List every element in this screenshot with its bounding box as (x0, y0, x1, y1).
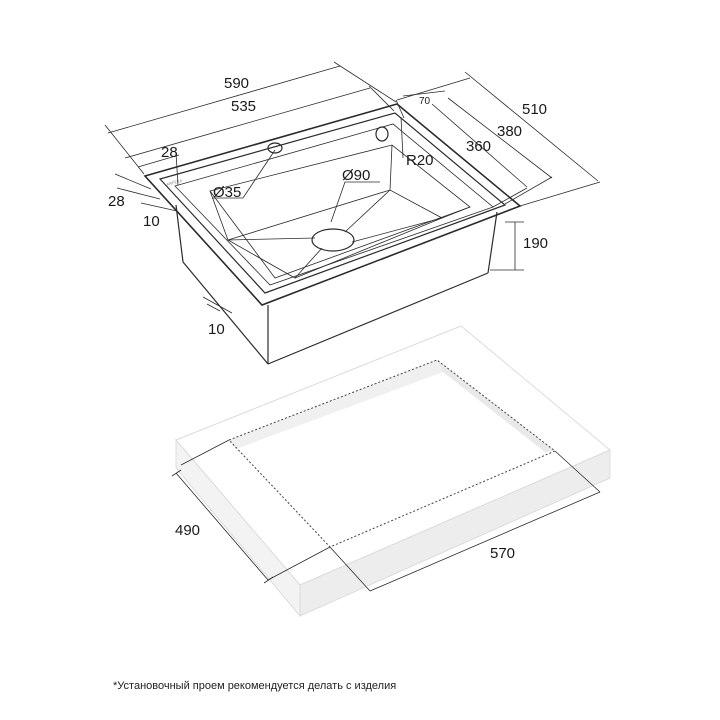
svg-text:ARFEKA: ARFEKA (166, 178, 183, 187)
dim-510: 510 (522, 101, 547, 118)
sink-dimensions (104, 61, 601, 314)
dim-28-side: 28 (108, 193, 125, 210)
tap-hole-right (375, 126, 389, 142)
dim-r20: R20 (406, 152, 434, 169)
dim-380: 380 (497, 123, 522, 140)
dim-d90: Ø90 (342, 167, 370, 184)
dim-28-top: 28 (161, 144, 178, 161)
sink-rim-inner (158, 112, 507, 294)
dim-d35: Ø35 (213, 184, 241, 201)
countertop-dimensions (171, 439, 601, 592)
sink-body: ARFEKA (143, 103, 522, 365)
dim-490: 490 (175, 522, 200, 539)
dim-70: 70 (419, 96, 431, 107)
countertop (175, 325, 611, 618)
dim-10-bottom: 10 (208, 321, 225, 338)
sink-rim-outer (143, 103, 522, 306)
dim-190: 190 (523, 235, 548, 252)
cutout-outline (228, 359, 556, 548)
drain-hole (311, 228, 355, 252)
dim-10-top: 10 (143, 213, 160, 230)
cutout-opening (229, 360, 555, 547)
dim-360: 360 (466, 138, 491, 155)
bowl-bottom (226, 189, 443, 279)
dim-590: 590 (224, 75, 249, 92)
tap-hole-left (267, 142, 283, 154)
dim-535: 535 (231, 98, 256, 115)
dim-570: 570 (490, 545, 515, 562)
installation-footnote: *Установочный проем рекомендуется делать… (113, 680, 397, 692)
